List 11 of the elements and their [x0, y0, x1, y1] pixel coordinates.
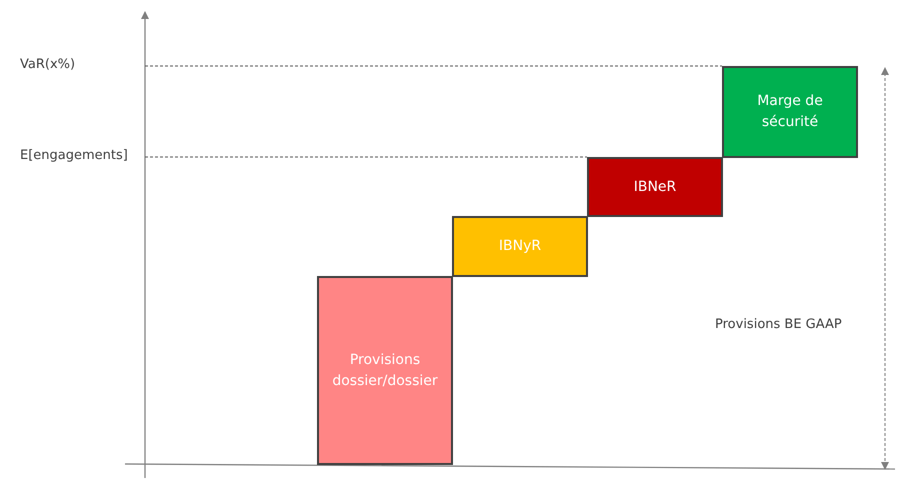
segment-label: IBNeR: [632, 178, 678, 196]
bar-segment: [587, 157, 723, 217]
bar-segment: [317, 276, 453, 465]
bar-segment: [452, 216, 588, 277]
segment-label: Marge de sécurité: [756, 92, 824, 132]
bar-segment: [722, 66, 858, 158]
segment-label: IBNyR: [498, 237, 542, 256]
segment-label: Provisions dossier/dossier: [331, 350, 439, 390]
axis-label: VaR(x%): [20, 57, 76, 72]
axis-label: E[engagements]: [20, 148, 128, 163]
dimension-label: Provisions BE GAAP: [715, 317, 842, 332]
